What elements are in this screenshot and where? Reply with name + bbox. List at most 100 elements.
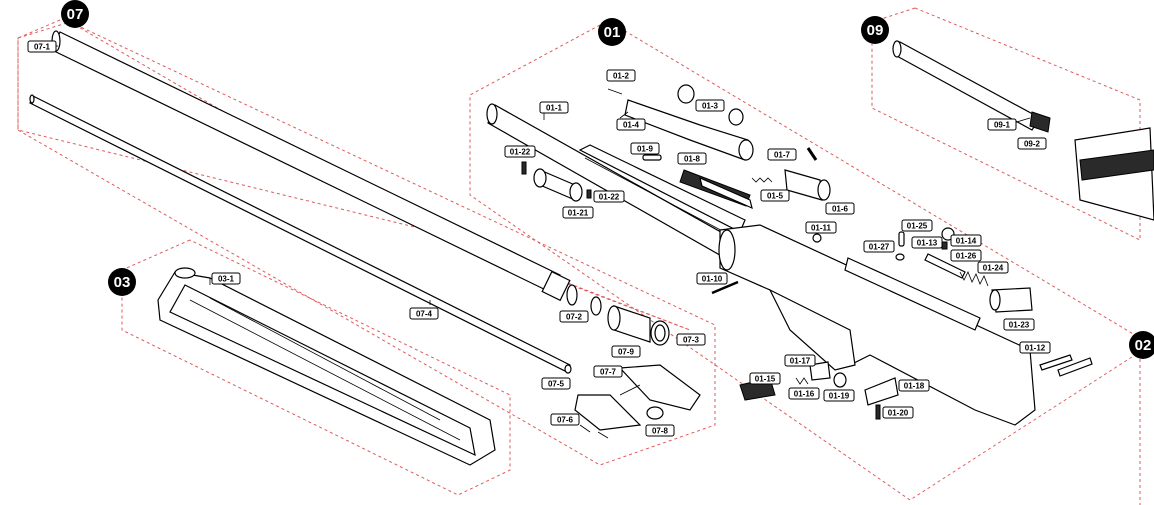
svg-text:01-8: 01-8 — [684, 155, 701, 164]
label-07-9: 07-9 — [611, 345, 641, 358]
part-01-19 — [833, 372, 847, 388]
group-badge-07: 07 — [61, 0, 89, 28]
part-01-17 — [809, 361, 831, 381]
svg-text:01-13: 01-13 — [917, 239, 938, 248]
svg-text:09: 09 — [867, 22, 884, 39]
outer-barrel-09-part — [892, 40, 1051, 133]
label-07-3: 07-3 — [676, 333, 706, 346]
svg-text:01-2: 01-2 — [613, 72, 630, 81]
group-badge-01: 01 — [598, 18, 626, 46]
barrel-ring-part — [590, 296, 602, 316]
svg-text:01-22: 01-22 — [599, 193, 620, 202]
svg-text:07-5: 07-5 — [548, 380, 565, 389]
handguard-part — [157, 267, 496, 466]
label-01-6: 01-6 — [825, 202, 855, 215]
label-01-26: 01-26 — [950, 249, 982, 262]
svg-text:01-20: 01-20 — [888, 409, 909, 418]
label-01-21: 01-21 — [562, 206, 594, 219]
barrel-adapter-part — [607, 305, 670, 346]
label-09-1: 09-1 — [987, 118, 1017, 131]
svg-text:02: 02 — [1135, 337, 1152, 354]
label-01-25: 01-25 — [901, 219, 933, 232]
svg-text:01-11: 01-11 — [811, 224, 832, 233]
label-01-13: 01-13 — [911, 236, 943, 249]
svg-text:07-3: 07-3 — [683, 336, 700, 345]
label-09-2: 09-2 — [1017, 137, 1047, 150]
nozzle-01-6-part — [784, 169, 831, 201]
svg-text:01-22: 01-22 — [510, 148, 531, 157]
label-01-27: 01-27 — [863, 240, 895, 253]
receiver-rail-part — [578, 144, 746, 236]
collar-01-21-part — [533, 168, 583, 202]
screw-01-10-part — [711, 280, 739, 295]
svg-text:09-1: 09-1 — [994, 121, 1011, 130]
label-07-5: 07-5 — [541, 377, 571, 390]
svg-text:01-16: 01-16 — [794, 390, 815, 399]
label-01-5: 01-5 — [760, 189, 790, 202]
svg-text:01-27: 01-27 — [869, 243, 890, 252]
label-01-12: 01-12 — [1019, 341, 1051, 354]
svg-text:01-1: 01-1 — [546, 104, 563, 113]
rod-01-26-part — [924, 253, 966, 279]
screw-01-22a-part — [521, 161, 527, 175]
label-01-20: 01-20 — [882, 406, 914, 419]
svg-text:01-23: 01-23 — [1009, 321, 1030, 330]
svg-text:01-6: 01-6 — [832, 205, 849, 214]
svg-text:01-15: 01-15 — [755, 375, 776, 384]
label-07-7: 07-7 — [593, 365, 623, 378]
svg-text:03-1: 03-1 — [218, 275, 235, 284]
svg-text:01-19: 01-19 — [829, 392, 850, 401]
pin-01-9-part — [642, 154, 662, 161]
label-01-1: 01-1 — [539, 101, 569, 114]
label-01-23: 01-23 — [1003, 318, 1035, 331]
label-01-24: 01-24 — [977, 261, 1009, 274]
piston-01-8-part — [679, 169, 753, 210]
svg-text:01: 01 — [604, 24, 621, 41]
label-01-18: 01-18 — [898, 379, 930, 392]
label-01-3: 01-3 — [695, 99, 725, 112]
svg-text:07-8: 07-8 — [652, 427, 669, 436]
label-01-2: 01-2 — [606, 69, 636, 82]
svg-text:01-25: 01-25 — [907, 222, 928, 231]
svg-text:07-2: 07-2 — [566, 313, 583, 322]
svg-text:01-17: 01-17 — [790, 357, 811, 366]
clip-01-27-part — [895, 253, 905, 261]
screw-01-20-part — [875, 404, 881, 420]
pins-01-12-part — [1039, 354, 1093, 377]
svg-text:01-12: 01-12 — [1025, 344, 1046, 353]
nut-01-11-part — [812, 233, 822, 243]
label-07-1: 07-1 — [27, 40, 57, 53]
svg-text:07-9: 07-9 — [618, 348, 635, 357]
screw-01-22b-part — [586, 189, 592, 199]
svg-text:01-24: 01-24 — [983, 264, 1004, 273]
spring-01-5-part — [751, 177, 773, 183]
gearbox-09-2-part — [1074, 127, 1154, 221]
outer-barrel-part — [51, 30, 578, 306]
label-01-22a: 01-22 — [504, 145, 536, 158]
svg-text:01-18: 01-18 — [904, 382, 925, 391]
label-01-19: 01-19 — [823, 389, 855, 402]
label-01-4: 01-4 — [616, 118, 646, 131]
label-01-8: 01-8 — [677, 152, 707, 165]
svg-text:01-9: 01-9 — [637, 145, 654, 154]
pin-01-7-part — [806, 147, 818, 161]
button-01-23-part — [989, 287, 1033, 313]
label-01-14: 01-14 — [950, 234, 982, 247]
lower-receiver-part — [718, 224, 1036, 426]
label-07-2: 07-2 — [559, 310, 589, 323]
part-01-18 — [864, 377, 899, 406]
o-ring-01-3a-part — [677, 84, 695, 104]
inner-barrel-part — [29, 94, 572, 374]
label-01-16: 01-16 — [788, 387, 820, 400]
spring-01-24-part — [959, 271, 989, 287]
label-01-9: 01-9 — [630, 142, 660, 155]
svg-text:01-26: 01-26 — [956, 252, 977, 261]
svg-text:07-4: 07-4 — [416, 310, 433, 319]
svg-text:07-6: 07-6 — [557, 416, 574, 425]
svg-text:09-2: 09-2 — [1024, 140, 1041, 149]
spring-01-16-part — [795, 377, 809, 385]
svg-text:01-4: 01-4 — [623, 121, 640, 130]
svg-text:03: 03 — [114, 274, 131, 291]
label-07-4: 07-4 — [409, 307, 439, 320]
